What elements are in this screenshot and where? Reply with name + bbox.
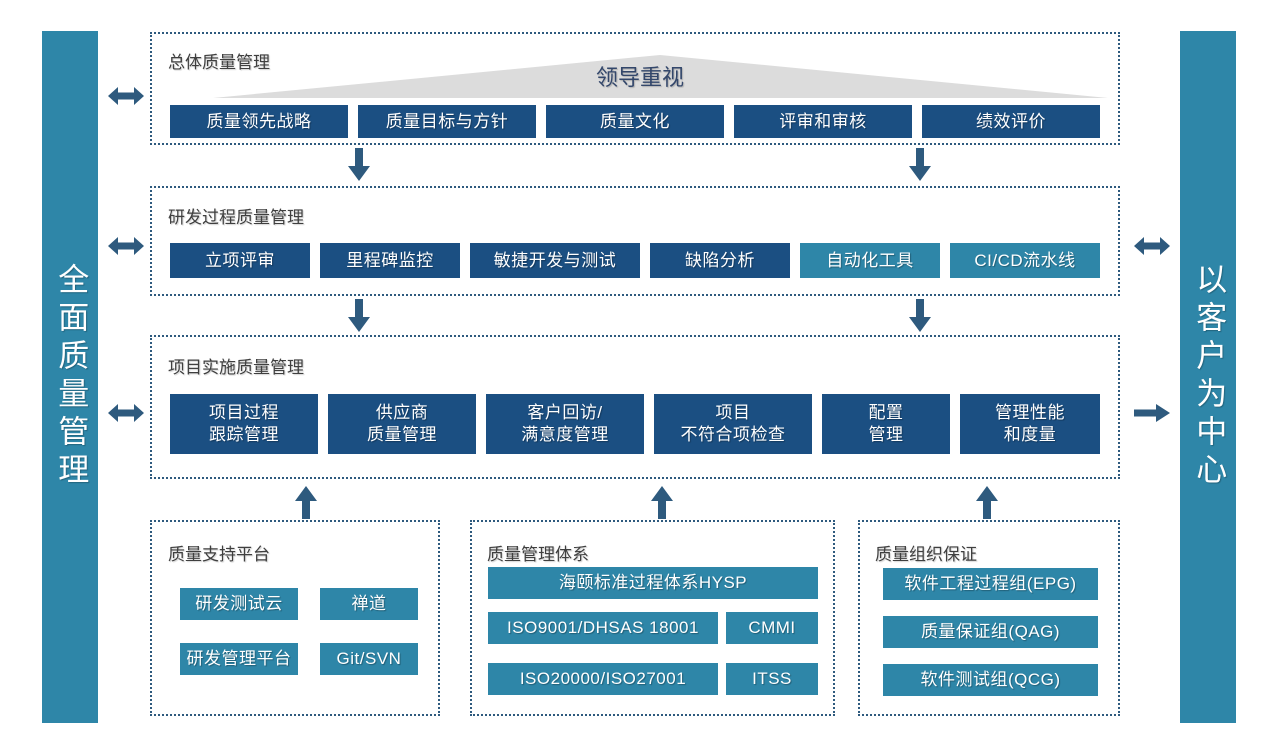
box-rd-management-platform[interactable]: 研发管理平台: [180, 643, 298, 675]
box-supplier-quality-management[interactable]: 供应商 质量管理: [328, 394, 476, 454]
box-hysp-standard-process[interactable]: 海颐标准过程体系HYSP: [488, 567, 818, 599]
box-project-initiation-review[interactable]: 立项评审: [170, 243, 310, 278]
box-configuration-management[interactable]: 配置 管理: [822, 394, 950, 454]
panel-project-implementation-quality-management: [150, 335, 1120, 479]
box-rd-test-cloud[interactable]: 研发测试云: [180, 588, 298, 620]
box-git-svn[interactable]: Git/SVN: [320, 643, 418, 675]
box-iso9001-dhsas18001[interactable]: ISO9001/DHSAS 18001: [488, 612, 718, 644]
left-arrow-overall: [108, 85, 144, 107]
left-arrow-project: [108, 402, 144, 424]
panel-quality-support-platform: [150, 520, 440, 716]
box-project-process-tracking[interactable]: 项目过程 跟踪管理: [170, 394, 318, 454]
up-arrow-system-to-project: [650, 485, 674, 519]
box-iso20000-iso27001[interactable]: ISO20000/ISO27001: [488, 663, 718, 695]
panel-overall-quality-management: [150, 32, 1120, 145]
down-arrow-overall-to-rd-left: [347, 148, 371, 182]
box-cmmi[interactable]: CMMI: [726, 612, 818, 644]
box-automation-tools[interactable]: 自动化工具: [800, 243, 940, 278]
box-milestone-monitoring[interactable]: 里程碑监控: [320, 243, 460, 278]
box-project-nonconformity-check[interactable]: 项目 不符合项检查: [654, 394, 812, 454]
panel-rd-process-quality-management: [150, 186, 1120, 296]
box-performance-evaluation[interactable]: 绩效评价: [922, 105, 1100, 138]
box-quality-culture[interactable]: 质量文化: [546, 105, 724, 138]
leadership-banner-label: 领导重视: [595, 65, 684, 90]
box-cicd-pipeline[interactable]: CI/CD流水线: [950, 243, 1100, 278]
left-pillar: 全面质量管理: [42, 31, 98, 723]
right-arrow-project: [1134, 402, 1170, 424]
panel-rd-title: 研发过程质量管理: [168, 208, 304, 227]
box-qag-group[interactable]: 质量保证组(QAG): [883, 616, 1098, 648]
left-arrow-rd: [108, 235, 144, 257]
up-arrow-org-to-project: [975, 485, 999, 519]
box-customer-revisit-satisfaction[interactable]: 客户回访/ 满意度管理: [486, 394, 644, 454]
right-arrow-rd: [1134, 235, 1170, 257]
panel-support-title: 质量支持平台: [168, 545, 270, 564]
up-arrow-support-to-project: [294, 485, 318, 519]
panel-quality-organization-assurance: [858, 520, 1120, 716]
leadership-banner-shape: [213, 55, 1108, 98]
box-defect-analysis[interactable]: 缺陷分析: [650, 243, 790, 278]
panel-overall-title: 总体质量管理: [168, 53, 270, 72]
down-arrow-rd-to-project-left: [347, 299, 371, 333]
down-arrow-overall-to-rd-right: [908, 148, 932, 182]
box-epg-group[interactable]: 软件工程过程组(EPG): [883, 568, 1098, 600]
box-qcg-group[interactable]: 软件测试组(QCG): [883, 664, 1098, 696]
box-quality-leading-strategy[interactable]: 质量领先战略: [170, 105, 348, 138]
box-agile-dev-and-test[interactable]: 敏捷开发与测试: [470, 243, 640, 278]
down-arrow-rd-to-project-right: [908, 299, 932, 333]
left-pillar-label: 全面质量管理: [53, 263, 89, 491]
box-zentao[interactable]: 禅道: [320, 588, 418, 620]
panel-system-title: 质量管理体系: [487, 545, 589, 564]
box-review-and-audit[interactable]: 评审和审核: [734, 105, 912, 138]
panel-quality-management-system: [470, 520, 835, 716]
box-management-performance-measurement[interactable]: 管理性能 和度量: [960, 394, 1100, 454]
right-pillar: 以客户为中心: [1180, 31, 1236, 723]
panel-org-title: 质量组织保证: [875, 545, 977, 564]
panel-project-title: 项目实施质量管理: [168, 358, 304, 377]
box-itss[interactable]: ITSS: [726, 663, 818, 695]
right-pillar-label: 以客户为中心: [1191, 263, 1227, 491]
box-quality-goals-policy[interactable]: 质量目标与方针: [358, 105, 536, 138]
